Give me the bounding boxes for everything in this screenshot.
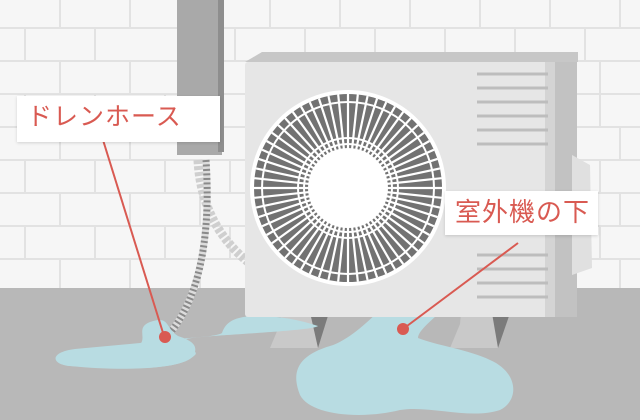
drain-hose-label: ドレンホース [17, 96, 220, 142]
puddle-under [296, 300, 514, 415]
leader-line-drain [102, 139, 165, 337]
drain-hose [167, 159, 211, 336]
fan-hub [308, 148, 388, 228]
unit-top-edge [245, 52, 578, 62]
fan-grille [250, 90, 446, 286]
leader-dot-drain [159, 331, 171, 343]
leader-dot-under [397, 323, 409, 335]
vent-slats [477, 72, 548, 299]
leader-line-under [402, 242, 519, 330]
under-unit-label: 室外機の下 [445, 191, 599, 235]
hose-to-unit [193, 159, 251, 266]
